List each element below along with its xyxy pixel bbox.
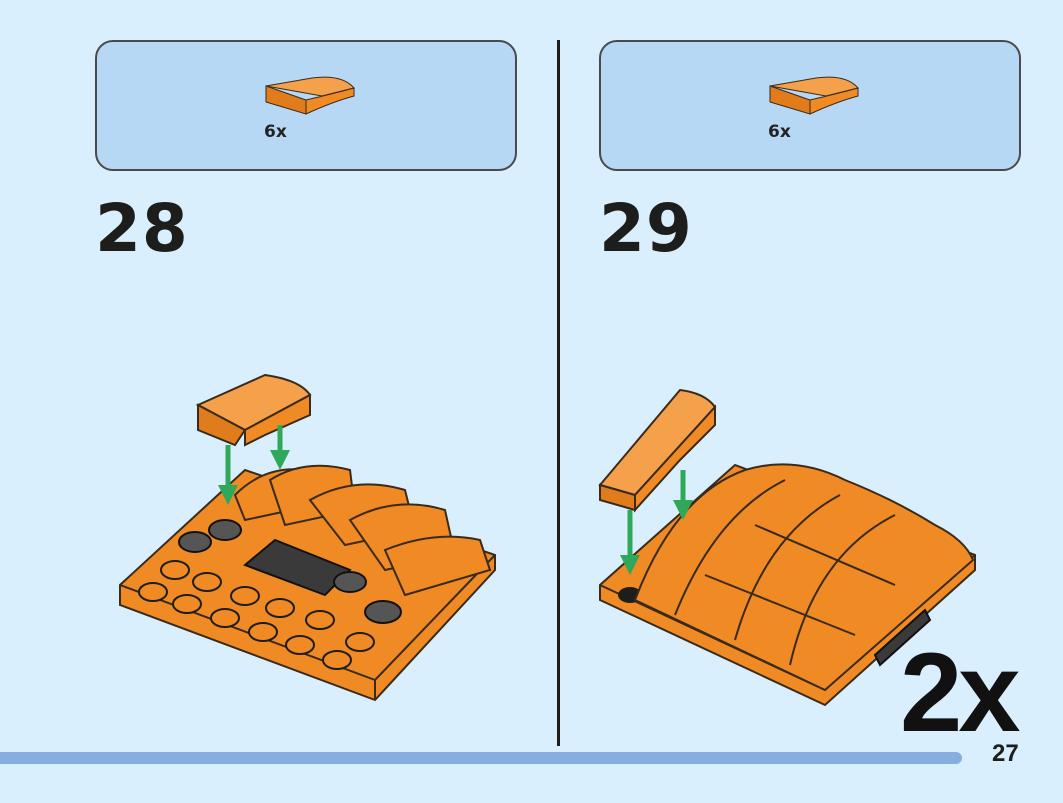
curved-slope-dome: [633, 463, 975, 692]
step-29-illustration: [598, 388, 976, 707]
falling-curved-slope: [598, 388, 717, 513]
curved-slope-part-icon: [769, 76, 859, 115]
green-arrows: [620, 470, 693, 575]
build-multiplier: 2x: [900, 630, 1021, 755]
step-number-29: 29: [599, 190, 693, 267]
parts-callout-step-29: 6x: [599, 40, 1021, 171]
dark-plate: [243, 538, 352, 597]
falling-curved-slope: [195, 373, 312, 447]
parts-callout-step-28: 6x: [95, 40, 517, 171]
curved-slope-part-icon: [265, 76, 355, 115]
part-quantity: 6x: [264, 122, 287, 142]
page-number: 27: [992, 740, 1019, 767]
orange-studs: [138, 560, 375, 670]
step-divider: [557, 40, 560, 746]
step-28-illustration: [119, 373, 496, 702]
step-number-28: 28: [95, 190, 189, 267]
curved-slopes: [233, 464, 492, 597]
part-quantity: 6x: [768, 122, 791, 142]
green-arrows: [218, 425, 290, 505]
progress-bar: [0, 752, 962, 764]
